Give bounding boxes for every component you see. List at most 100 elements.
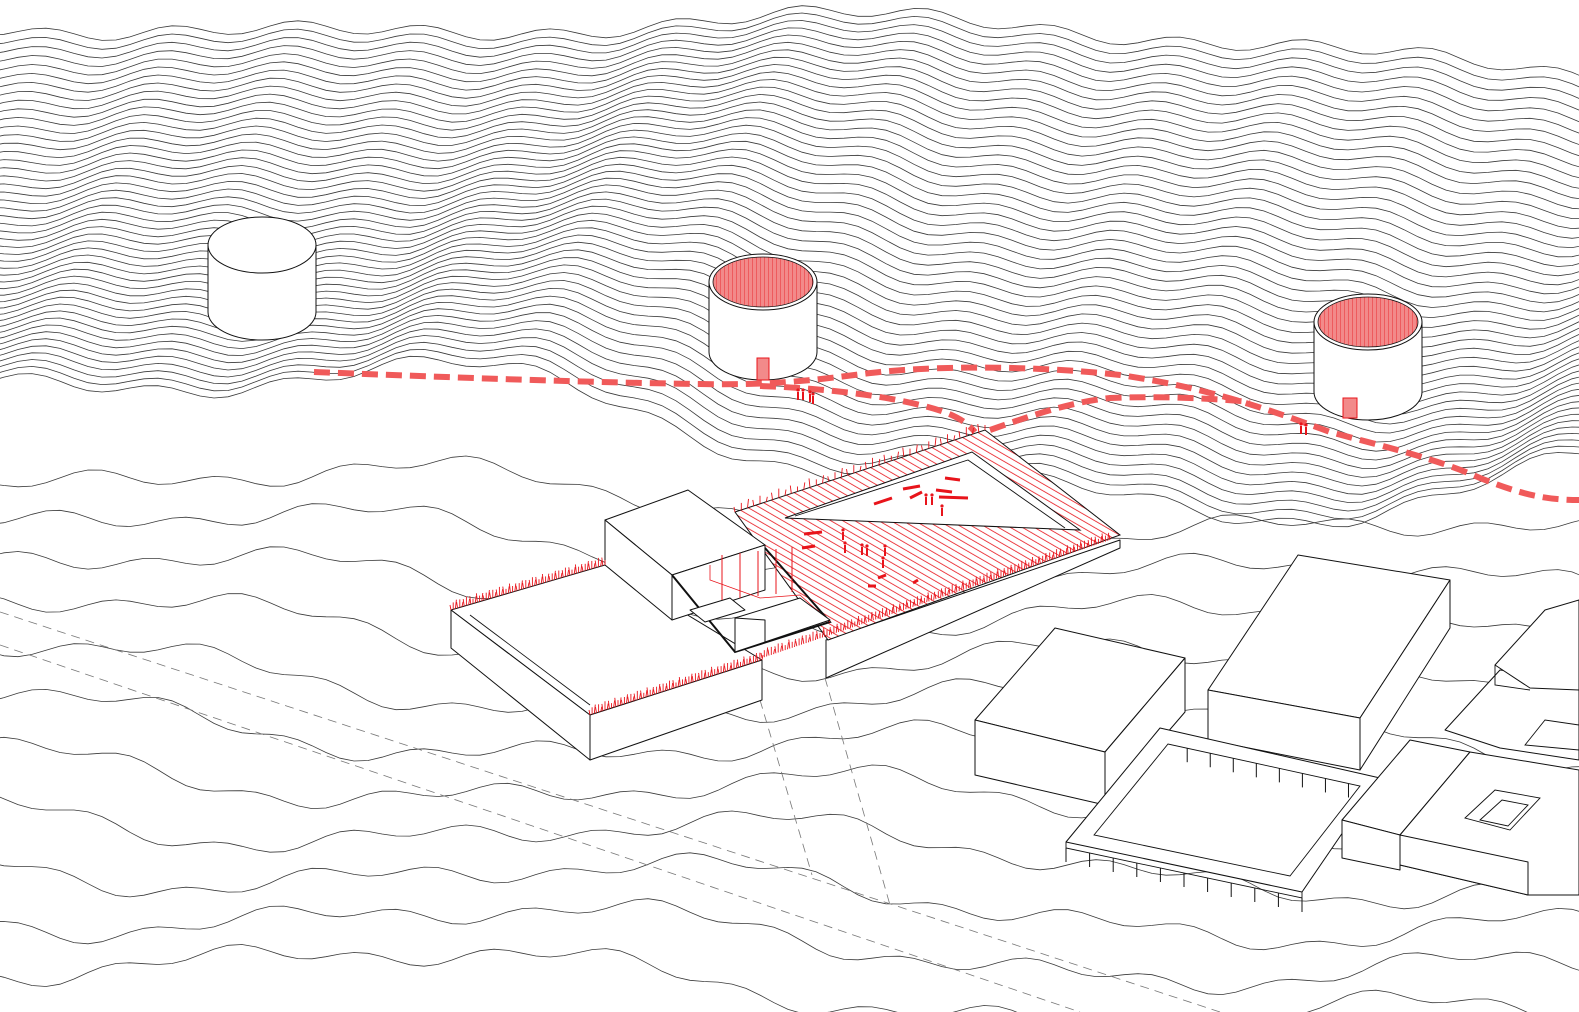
railing-tick xyxy=(835,623,838,633)
railing-tick xyxy=(646,687,649,697)
railing-tick xyxy=(846,469,848,476)
roof-edge-vegetation xyxy=(449,424,1111,716)
person-figure xyxy=(1304,423,1308,435)
railing-tick xyxy=(639,693,641,700)
railing-tick xyxy=(774,646,777,654)
railing-tick xyxy=(449,604,452,611)
contour-line xyxy=(0,177,1579,313)
person-figure xyxy=(811,392,815,404)
railing-tick xyxy=(891,606,894,614)
railing-tick xyxy=(1038,558,1041,564)
railing-tick xyxy=(968,579,970,589)
railing-tick xyxy=(765,496,768,502)
railing-tick xyxy=(958,431,961,439)
railing-tick xyxy=(748,656,751,665)
railing-tick xyxy=(735,662,738,669)
railing-tick xyxy=(1045,555,1048,562)
railing-tick xyxy=(962,580,965,590)
pedestrian-route xyxy=(313,364,1579,503)
railing-tick xyxy=(632,696,635,702)
railing-tick xyxy=(515,585,518,591)
neighbouring-buildings xyxy=(974,554,1579,912)
contour-line xyxy=(0,109,1579,230)
railing-tick xyxy=(871,614,874,621)
railing-tick xyxy=(489,592,492,599)
railing-tick xyxy=(883,454,886,463)
railing-tick xyxy=(995,571,998,579)
railing-tick xyxy=(972,428,974,435)
railing-tick xyxy=(902,447,905,457)
railing-tick xyxy=(1065,547,1068,555)
contour-line xyxy=(0,335,1579,503)
main-building xyxy=(450,429,1122,761)
railing-tick xyxy=(1101,533,1104,543)
railing-tick xyxy=(742,659,745,667)
railing-tick xyxy=(704,669,707,678)
railing-tick xyxy=(760,652,763,659)
railing-tick xyxy=(574,564,577,574)
railing-tick xyxy=(948,587,951,595)
water-tank-right xyxy=(1313,293,1423,421)
railing-tick xyxy=(827,476,830,482)
railing-tick xyxy=(755,653,757,663)
contour-line xyxy=(0,140,1579,267)
railing-tick xyxy=(1031,556,1034,567)
railing-tick xyxy=(664,685,667,691)
railing-tick xyxy=(600,560,603,567)
railing-tick xyxy=(1016,566,1019,572)
railing-tick xyxy=(729,665,732,671)
railing-tick xyxy=(807,637,810,643)
railing-tick xyxy=(877,613,880,619)
tank-door xyxy=(756,357,770,381)
bench xyxy=(902,484,921,491)
railing-tick xyxy=(461,601,464,607)
railing-tick xyxy=(953,435,956,441)
railing-tick xyxy=(548,576,551,582)
person-figure xyxy=(1299,422,1303,434)
railing-tick xyxy=(915,444,918,453)
railing-tick xyxy=(747,498,749,508)
railing-tick xyxy=(626,694,628,704)
railing-tick xyxy=(520,580,523,590)
railing-tick xyxy=(607,700,610,709)
contour-line xyxy=(0,124,1579,249)
railing-tick xyxy=(1011,566,1014,574)
contour-line xyxy=(0,852,1579,951)
railing-tick xyxy=(514,583,517,592)
railing-tick xyxy=(474,595,477,603)
railing-tick xyxy=(884,610,887,617)
railing-tick xyxy=(481,592,484,602)
contour-line xyxy=(0,170,1579,304)
railing-tick xyxy=(756,655,759,662)
railing-tick xyxy=(469,596,472,605)
railing-tick xyxy=(501,589,504,596)
contour-line xyxy=(0,41,1579,134)
water-tank-left xyxy=(207,216,317,341)
railing-tick xyxy=(560,572,563,578)
railing-tick xyxy=(878,610,881,618)
railing-tick xyxy=(851,619,853,628)
railing-tick xyxy=(789,485,792,494)
railing-tick xyxy=(961,583,963,591)
railing-tick xyxy=(969,582,972,588)
railing-tick xyxy=(1002,568,1005,577)
railing-tick xyxy=(1066,545,1069,555)
railing-tick xyxy=(1018,563,1020,571)
railing-tick xyxy=(934,437,937,447)
railing-tick xyxy=(581,566,584,572)
railing-tick xyxy=(926,595,929,603)
railing-tick xyxy=(878,458,881,465)
railing-tick xyxy=(606,703,609,710)
railing-tick xyxy=(653,689,655,695)
railing-tick xyxy=(749,658,752,664)
railing-tick xyxy=(495,589,498,597)
railing-tick xyxy=(600,706,603,712)
railing-tick xyxy=(1025,560,1027,569)
railing-tick xyxy=(541,573,544,584)
railing-tick xyxy=(1052,551,1055,559)
railing-tick xyxy=(844,622,846,630)
tank-door xyxy=(1342,397,1358,419)
railing-tick xyxy=(561,570,564,578)
railing-tick xyxy=(508,583,511,593)
contour-line xyxy=(0,79,1579,189)
